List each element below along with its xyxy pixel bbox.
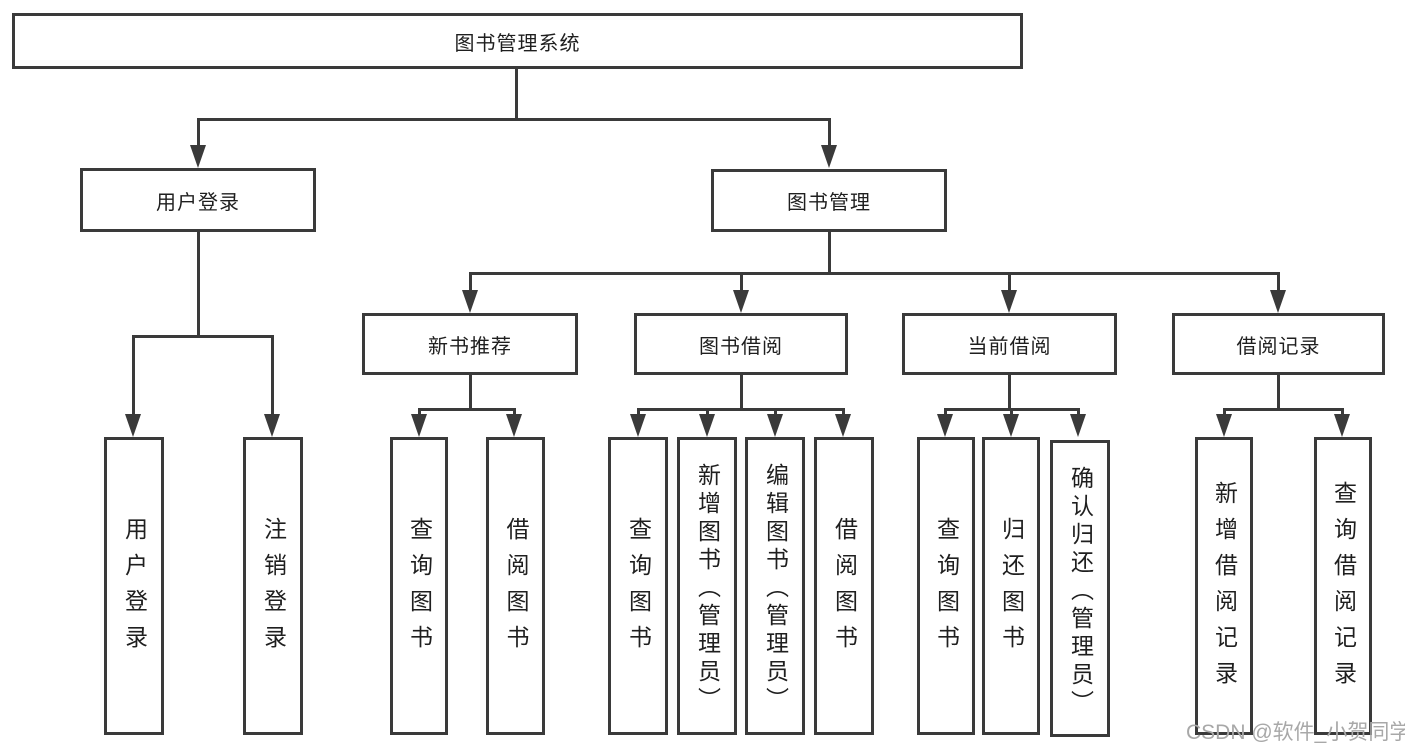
node-root-system: 图书管理系统: [12, 13, 1023, 69]
connector-to-leaf-user-login: [132, 335, 135, 417]
arrowhead-book-management-icon: [821, 145, 837, 168]
connector-level3-bar: [469, 272, 1280, 275]
connector-borrow-record-bar: [1223, 408, 1343, 411]
leaf-logout: 注销登录: [243, 437, 303, 735]
connector-borrow-record-stem: [1277, 375, 1280, 408]
connector-to-book-borrow: [740, 272, 743, 293]
arrowhead-current-borrow-icon: [1001, 290, 1017, 313]
node-current-borrow-label: 当前借阅: [967, 335, 1052, 358]
arrowhead-leaf-edit-books-icon: [767, 414, 783, 437]
connector-to-borrow-record: [1277, 272, 1280, 293]
connector-to-leaf-logout: [271, 335, 274, 417]
connector-to-user-login: [197, 118, 200, 148]
connector-to-leaf-borrow-recommend: [513, 408, 516, 417]
csdn-watermark: CSDN @软件_小贺同学: [1186, 721, 1405, 744]
connector-to-new-book: [469, 272, 472, 293]
node-borrow-record: 借阅记录: [1172, 313, 1385, 375]
leaf-add-books-admin: 新增图书（管理员）: [677, 437, 737, 735]
leaf-edit-books-admin: 编辑图书（管理员）: [745, 437, 805, 735]
connector-new-book-bar: [418, 408, 516, 411]
arrowhead-leaf-user-login-icon: [125, 414, 141, 437]
arrowhead-user-login-icon: [190, 145, 206, 168]
connector-book-management-stem: [828, 232, 831, 272]
arrowhead-leaf-add-books-icon: [699, 414, 715, 437]
arrowhead-leaf-add-record-icon: [1216, 414, 1232, 437]
leaf-borrow-books: 借阅图书: [814, 437, 874, 735]
connector-current-borrow-stem: [1008, 375, 1011, 408]
arrowhead-leaf-confirm-return-icon: [1070, 414, 1086, 437]
node-user-login-label: 用户登录: [156, 191, 240, 214]
arrowhead-leaf-query-record-icon: [1334, 414, 1350, 437]
leaf-add-borrow-record: 新增借阅记录: [1195, 437, 1253, 735]
connector-book-borrow-bar: [637, 408, 845, 411]
arrowhead-leaf-borrow-books-icon: [835, 414, 851, 437]
arrowhead-borrow-record-icon: [1270, 290, 1286, 313]
arrowhead-leaf-query-recommend-icon: [411, 414, 427, 437]
connector-to-leaf-borrow-books: [842, 408, 845, 417]
node-book-management: 图书管理: [711, 169, 947, 232]
leaf-query-borrow-record: 查询借阅记录: [1314, 437, 1372, 735]
node-borrow-record-label: 借阅记录: [1236, 335, 1321, 358]
arrowhead-new-book-icon: [462, 290, 478, 313]
arrowhead-leaf-query-borrow-icon: [630, 414, 646, 437]
connector-to-leaf-query-recommend: [418, 408, 421, 417]
node-new-book-recommend: 新书推荐: [362, 313, 578, 375]
connector-to-leaf-query-record: [1341, 408, 1344, 417]
connector-new-book-stem: [469, 375, 472, 408]
connector-to-leaf-confirm-return: [1077, 408, 1080, 417]
connector-root-stem: [515, 68, 518, 118]
connector-book-borrow-stem: [740, 375, 743, 408]
leaf-user-login: 用户登录: [104, 437, 164, 735]
connector-to-current-borrow: [1008, 272, 1011, 293]
connector-to-leaf-add-record: [1223, 408, 1226, 417]
node-book-management-label: 图书管理: [787, 192, 871, 214]
arrowhead-leaf-logout-icon: [264, 414, 280, 437]
connector-to-leaf-edit-books: [774, 408, 777, 417]
leaf-query-books-recommend: 查询图书: [390, 437, 448, 735]
leaf-query-books-borrow: 查询图书: [608, 437, 668, 735]
connector-user-login-bar: [132, 335, 273, 338]
connector-user-login-stem: [197, 232, 200, 335]
node-user-login: 用户登录: [80, 168, 316, 232]
node-current-borrow: 当前借阅: [902, 313, 1117, 375]
arrowhead-leaf-borrow-recommend-icon: [506, 414, 522, 437]
connector-to-leaf-add-books: [706, 408, 709, 417]
leaf-confirm-return-admin: 确认归还（管理员）: [1050, 440, 1110, 737]
connector-root-bar: [197, 118, 831, 121]
node-new-book-recommend-label: 新书推荐: [428, 335, 512, 358]
leaf-query-books-current: 查询图书: [917, 437, 975, 735]
node-book-borrow: 图书借阅: [634, 313, 848, 375]
arrowhead-leaf-return-books-icon: [1003, 414, 1019, 437]
arrowhead-leaf-query-current-icon: [937, 414, 953, 437]
node-root-label: 图书管理系统: [454, 32, 581, 55]
connector-to-leaf-query-current: [944, 408, 947, 417]
arrowhead-book-borrow-icon: [733, 290, 749, 313]
leaf-return-books: 归还图书: [982, 437, 1040, 735]
connector-to-leaf-query-borrow: [637, 408, 640, 417]
connector-to-leaf-return-books: [1010, 408, 1013, 417]
leaf-borrow-books-recommend: 借阅图书: [486, 437, 545, 735]
connector-to-book-management: [828, 118, 831, 148]
node-book-borrow-label: 图书借阅: [699, 335, 783, 358]
